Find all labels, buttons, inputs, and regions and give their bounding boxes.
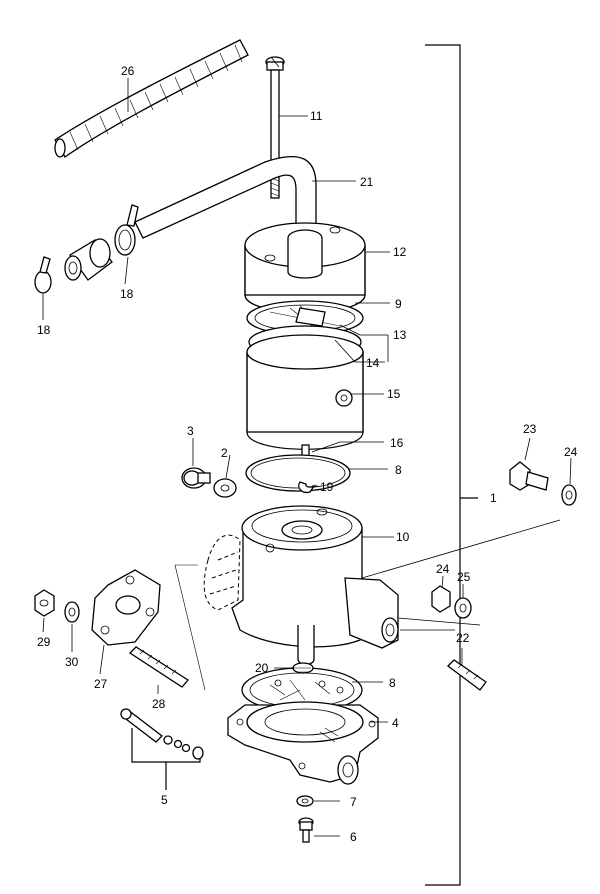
assembly-bracket bbox=[425, 44, 478, 886]
callout-25: 25 bbox=[457, 570, 471, 584]
part-22-stud bbox=[447, 659, 487, 691]
callout-6: 6 bbox=[350, 830, 357, 844]
part-23-bolt bbox=[509, 461, 549, 491]
callout-20: 20 bbox=[255, 661, 269, 675]
fuel-fitting bbox=[64, 238, 113, 281]
callout-8-upper: 8 bbox=[395, 463, 402, 477]
part-25-washer bbox=[454, 597, 472, 619]
callout-22: 22 bbox=[456, 631, 470, 645]
part-8-gasket-upper bbox=[245, 454, 351, 492]
callout-10: 10 bbox=[396, 530, 410, 544]
callout-15: 15 bbox=[387, 387, 401, 401]
part-30-washer bbox=[64, 601, 80, 623]
part-18-clamp-lower bbox=[34, 256, 52, 294]
callout-23: 23 bbox=[523, 422, 537, 436]
callout-24-right: 24 bbox=[564, 445, 578, 459]
part-20-spring bbox=[292, 662, 314, 674]
callout-7: 7 bbox=[350, 795, 357, 809]
part-27-cover-plate bbox=[91, 569, 161, 646]
callout-30: 30 bbox=[65, 655, 79, 669]
callout-5: 5 bbox=[161, 793, 168, 807]
callout-27: 27 bbox=[94, 677, 108, 691]
callout-21: 21 bbox=[360, 175, 374, 189]
part-15-motor-can bbox=[246, 334, 364, 476]
part-24-washer-right bbox=[561, 484, 577, 506]
callout-29: 29 bbox=[37, 635, 51, 649]
callout-8-lower: 8 bbox=[389, 676, 396, 690]
part-7-washer bbox=[296, 795, 314, 807]
callout-4: 4 bbox=[392, 716, 399, 730]
callout-26: 26 bbox=[121, 64, 135, 78]
callout-16: 16 bbox=[390, 436, 404, 450]
part-10-pump-body bbox=[174, 505, 399, 691]
callout-19: 19 bbox=[320, 480, 334, 494]
leader-lines bbox=[42, 78, 572, 837]
callout-3: 3 bbox=[187, 424, 194, 438]
callout-18-lower: 18 bbox=[37, 323, 51, 337]
part-11-long-screw bbox=[265, 56, 285, 199]
part-18-clamp-upper bbox=[114, 204, 139, 256]
callout-labels: 1 2 3 4 5 6 7 8 8 9 10 11 12 13 14 15 16… bbox=[37, 64, 578, 844]
part-5-valve-set bbox=[120, 708, 204, 790]
part-28-stud bbox=[128, 646, 189, 688]
part-2-washer bbox=[213, 478, 237, 498]
callout-24-lower: 24 bbox=[436, 562, 450, 576]
callout-28: 28 bbox=[152, 697, 166, 711]
callout-14: 14 bbox=[366, 356, 380, 370]
callout-13: 13 bbox=[393, 328, 407, 342]
callout-9: 9 bbox=[395, 297, 402, 311]
callout-11: 11 bbox=[310, 109, 323, 123]
part-6-screw bbox=[298, 817, 314, 843]
part-26-spiral-protector bbox=[54, 39, 249, 158]
part-4-pump-base bbox=[227, 701, 379, 785]
part-12-top-cap bbox=[244, 222, 366, 314]
callout-18-upper: 18 bbox=[120, 287, 134, 301]
part-24-nut-lower bbox=[431, 585, 451, 613]
part-9-ring bbox=[246, 300, 364, 336]
part-29-nut bbox=[34, 589, 55, 617]
callout-12: 12 bbox=[393, 245, 407, 259]
callout-2: 2 bbox=[221, 446, 228, 460]
callout-1: 1 bbox=[490, 491, 497, 505]
part-3-plug bbox=[181, 467, 211, 489]
